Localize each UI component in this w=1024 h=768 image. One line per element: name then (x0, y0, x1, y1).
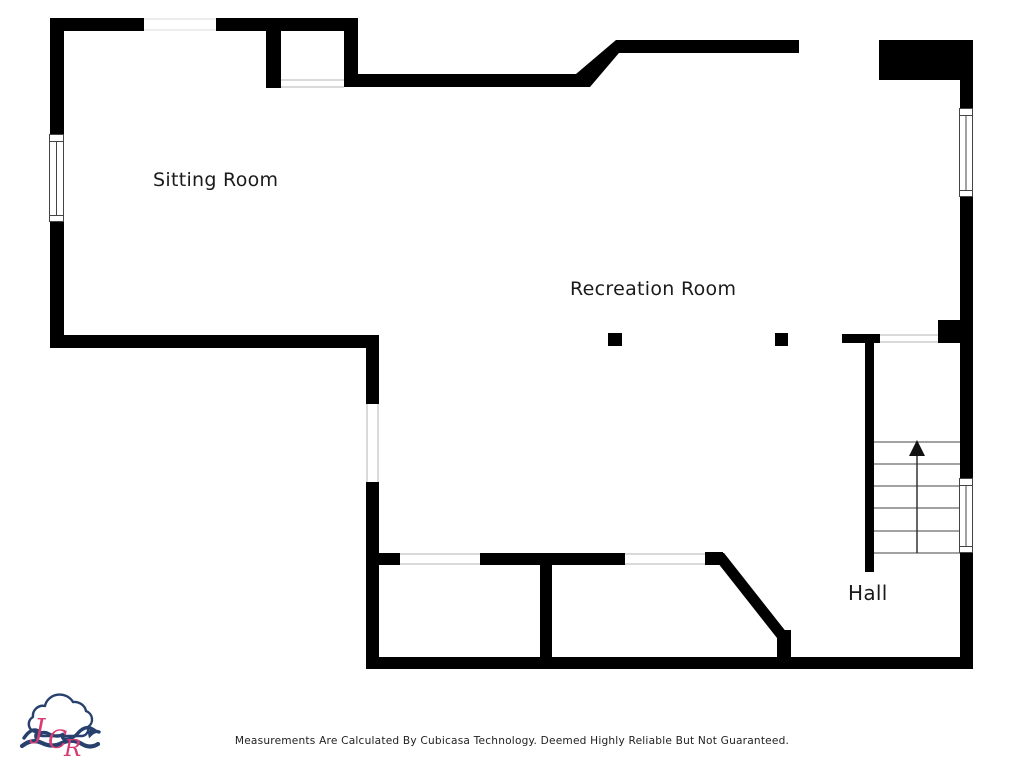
stairs (874, 440, 960, 554)
window-right-lower (959, 478, 973, 553)
window-left (49, 134, 64, 222)
measurement-disclaimer: Measurements Are Calculated By Cubicasa … (234, 735, 790, 747)
cloud-icon (27, 693, 94, 738)
wall-interior-stub (379, 553, 400, 565)
wall-diagonal-bottom (710, 553, 791, 638)
wall-left-mid-a (366, 348, 379, 404)
wall-top-left-a (50, 18, 144, 31)
jcr-cloud-logo: J C R (19, 693, 101, 762)
wave-icon (22, 725, 101, 741)
wall-lower-divider (540, 565, 552, 657)
wall-notch-right (344, 31, 358, 74)
post-right (775, 333, 788, 346)
room-label-sitting-room: Sitting Room (153, 169, 279, 191)
wall-top-right (616, 40, 799, 53)
logo-letter-c: C (48, 725, 67, 754)
room-label-recreation-room: Recreation Room (570, 278, 737, 300)
wall-right-d (960, 553, 973, 669)
wall-left-lower (50, 222, 64, 348)
logo-letter-j: J (29, 714, 47, 745)
wall-top-right-block (879, 40, 973, 80)
wall-right-b (960, 197, 973, 320)
wall-bottom (366, 657, 973, 669)
exterior-walls (50, 18, 973, 669)
windows (49, 108, 973, 553)
door-openings (144, 18, 938, 565)
window-right-upper (959, 108, 973, 197)
stairs-up-arrow-icon (909, 440, 925, 456)
wall-right-step (938, 320, 973, 343)
wall-left-mid-b (366, 482, 379, 669)
room-label-hall: Hall (848, 581, 888, 605)
wall-right-a (960, 80, 973, 108)
wave-icon (19, 738, 101, 749)
wall-lower-right (777, 630, 791, 669)
logo-letter-r: R (63, 736, 81, 762)
post-left (608, 333, 622, 346)
wall-top-left-b (216, 18, 358, 31)
wall-right-c (960, 343, 973, 478)
wall-stairwell-left (865, 343, 874, 572)
wall-left-upper (50, 18, 64, 134)
wall-notch-left (266, 31, 281, 88)
interior-walls (379, 333, 880, 669)
wall-interior-mid (480, 553, 625, 565)
wall-sitting-bottom (50, 335, 379, 348)
wall-upper-mid (344, 74, 590, 87)
wall-hall-stub (842, 334, 880, 343)
